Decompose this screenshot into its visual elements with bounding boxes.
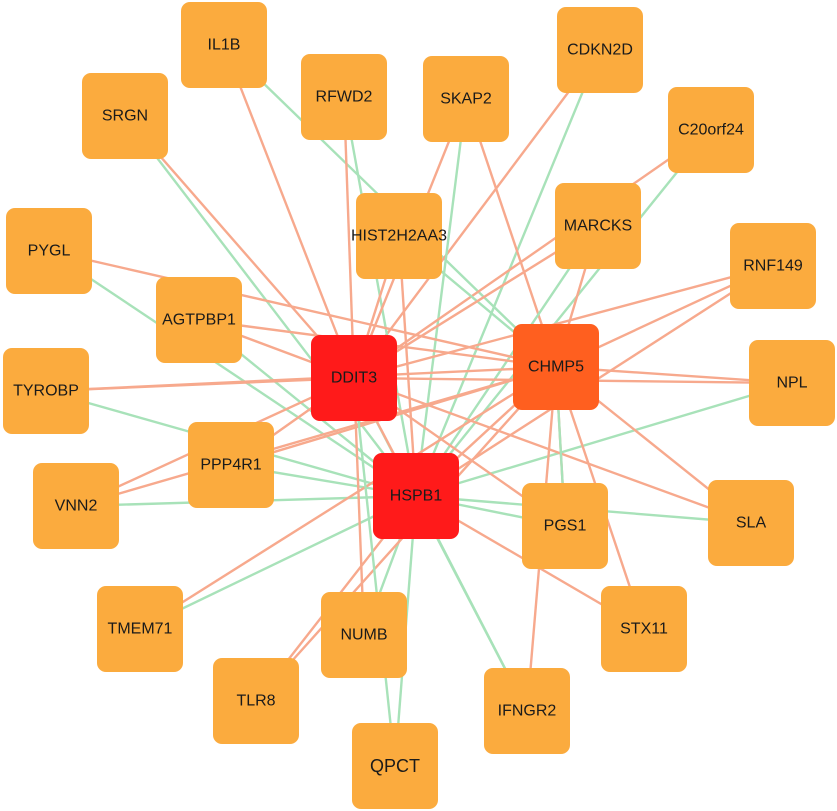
node-box (513, 324, 599, 410)
node-vnn2[interactable]: VNN2 (33, 463, 119, 549)
node-label: PYGL (28, 243, 71, 260)
edge-ddit3-qpct (352, 377, 397, 767)
node-ifngr2[interactable]: IFNGR2 (484, 668, 570, 754)
edge-chmp5-tyrobp (45, 365, 557, 393)
node-box (156, 277, 242, 363)
node-tlr8[interactable]: TLR8 (213, 658, 299, 744)
node-hist2h2aa3[interactable]: HIST2H2AA3 (351, 193, 447, 279)
node-skap2[interactable]: SKAP2 (423, 56, 509, 142)
edge-ddit3-sla (353, 376, 752, 525)
node-rnf149[interactable]: RNF149 (730, 223, 816, 309)
edge-ddit3-cdkn2d (353, 49, 601, 379)
node-label: QPCT (370, 756, 420, 776)
node-stx11[interactable]: STX11 (601, 586, 687, 672)
node-box (82, 73, 168, 159)
edge-hspb1-c20orf24 (415, 129, 712, 497)
node-label: NUMB (340, 627, 387, 644)
node-label: SLA (736, 515, 767, 532)
edge-chmp5-skap2 (464, 98, 558, 368)
node-cdkn2d[interactable]: CDKN2D (557, 7, 643, 93)
node-box (321, 592, 407, 678)
node-box (423, 56, 509, 142)
node-il1b[interactable]: IL1B (181, 2, 267, 88)
node-sla[interactable]: SLA (708, 480, 794, 566)
node-box (3, 348, 89, 434)
edge-chmp5-tmem71 (139, 365, 557, 631)
node-box (181, 2, 267, 88)
node-box (484, 668, 570, 754)
node-label: TLR8 (236, 693, 275, 710)
node-box (311, 335, 397, 421)
node-rfwd2[interactable]: RFWD2 (301, 54, 387, 140)
node-npl[interactable]: NPL (749, 340, 835, 426)
edge-ddit3-rnf149 (353, 264, 774, 380)
node-ddit3[interactable]: DDIT3 (311, 335, 397, 421)
node-label: NPL (776, 375, 807, 392)
edge-hspb1-hist2h2aa3 (397, 235, 418, 497)
node-label: IFNGR2 (498, 703, 557, 720)
node-srgn[interactable]: SRGN (82, 73, 168, 159)
node-box (356, 193, 442, 279)
edge-hspb1-srgn (124, 115, 417, 497)
node-label: PPP4R1 (200, 457, 261, 474)
node-label: SKAP2 (440, 91, 492, 108)
node-label: IL1B (208, 37, 241, 54)
edge-ddit3-rfwd2 (342, 96, 356, 379)
node-label: AGTPBP1 (162, 312, 236, 329)
node-box (97, 586, 183, 672)
node-marcks[interactable]: MARCKS (555, 183, 641, 269)
node-label: HSPB1 (390, 488, 443, 505)
node-box (301, 54, 387, 140)
node-box (708, 480, 794, 566)
node-box (557, 7, 643, 93)
edge-ddit3-il1b (222, 44, 356, 379)
node-box (6, 208, 92, 294)
node-box (668, 87, 754, 173)
edge-hspb1-cdkn2d (414, 49, 602, 497)
node-label: MARCKS (564, 218, 632, 235)
node-qpct[interactable]: QPCT (352, 723, 438, 809)
node-label: TYROBP (13, 383, 79, 400)
node-box (33, 463, 119, 549)
node-numb[interactable]: NUMB (321, 592, 407, 678)
node-box (188, 422, 274, 508)
node-box (352, 723, 438, 809)
node-box (601, 586, 687, 672)
node-label: RFWD2 (316, 89, 373, 106)
edge-chmp5-vnn2 (75, 365, 557, 508)
node-label: TMEM71 (108, 621, 173, 638)
node-label: DDIT3 (331, 370, 377, 387)
edge-ddit3-c20orf24 (353, 129, 712, 379)
node-pygl[interactable]: PYGL (6, 208, 92, 294)
node-label: C20orf24 (678, 122, 744, 139)
node-label: PGS1 (544, 518, 587, 535)
node-label: SRGN (102, 108, 148, 125)
node-label: HIST2H2AA3 (351, 228, 447, 245)
node-agtpbp1[interactable]: AGTPBP1 (156, 277, 242, 363)
node-box (555, 183, 641, 269)
node-ppp4r1[interactable]: PPP4R1 (188, 422, 274, 508)
edge-hspb1-npl (415, 381, 793, 498)
node-hspb1[interactable]: HSPB1 (373, 453, 459, 539)
edge-hspb1-pygl (48, 250, 417, 497)
edge-hspb1-skap2 (414, 98, 468, 497)
node-label: RNF149 (743, 258, 803, 275)
node-box (213, 658, 299, 744)
node-label: CDKN2D (567, 42, 633, 59)
node-label: VNN2 (55, 498, 98, 515)
node-tyrobp[interactable]: TYROBP (3, 348, 89, 434)
node-label: STX11 (620, 621, 668, 638)
node-tmem71[interactable]: TMEM71 (97, 586, 183, 672)
node-box (749, 340, 835, 426)
node-box (730, 223, 816, 309)
node-pgs1[interactable]: PGS1 (522, 483, 608, 569)
node-box (373, 453, 459, 539)
node-box (522, 483, 608, 569)
node-chmp5[interactable]: CHMP5 (513, 324, 599, 410)
node-label: CHMP5 (528, 359, 584, 376)
node-c20orf24[interactable]: C20orf24 (668, 87, 754, 173)
